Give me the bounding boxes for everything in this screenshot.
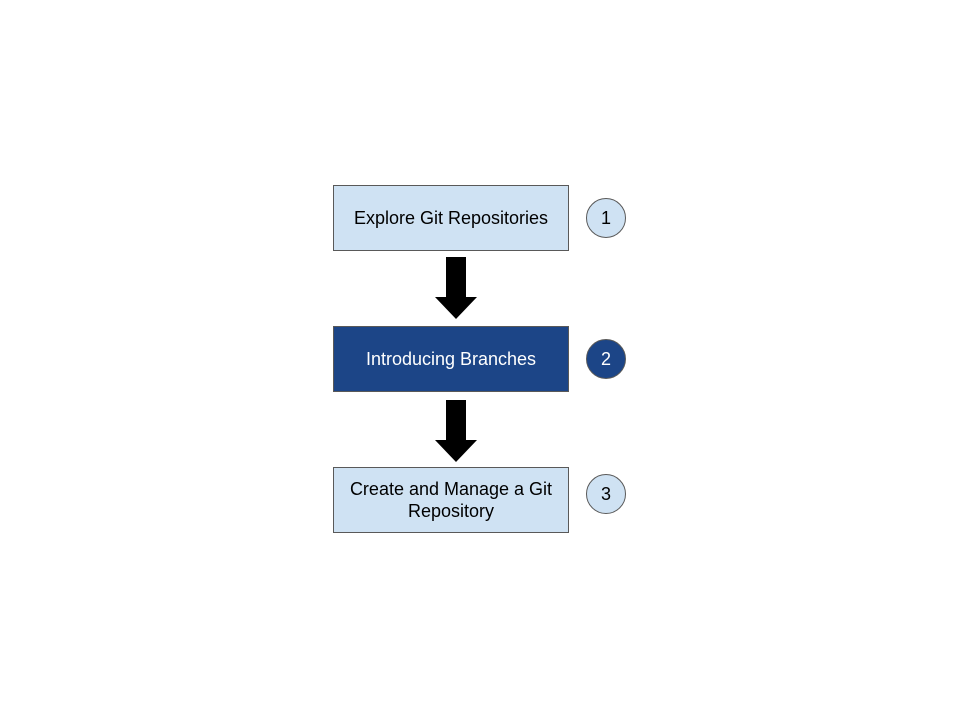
step-1-label: Explore Git Repositories [353, 208, 549, 228]
step-2-label: Introducing Branches [365, 349, 537, 369]
step-1-number: 1 [600, 207, 611, 228]
step-2-number: 2 [600, 348, 611, 369]
down-arrow-icon [435, 400, 477, 462]
step-3-label: Create and Manage a Git Repository [349, 479, 553, 521]
step-3-box: Create and Manage a Git Repository [333, 467, 569, 533]
step-2-number-badge: 2 [586, 339, 626, 379]
down-arrow-icon [435, 257, 477, 319]
step-2-box: Introducing Branches [333, 326, 569, 392]
step-1-number-badge: 1 [586, 198, 626, 238]
step-1-box: Explore Git Repositories [333, 185, 569, 251]
step-3-number-badge: 3 [586, 474, 626, 514]
step-3-number: 3 [600, 483, 611, 504]
